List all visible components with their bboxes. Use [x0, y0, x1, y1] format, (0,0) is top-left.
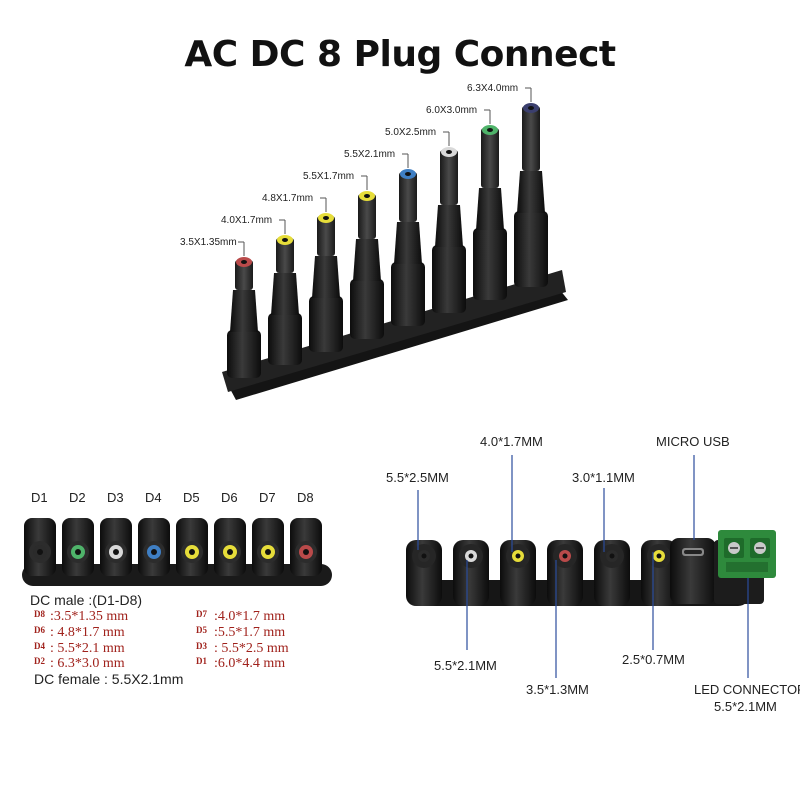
spec-male-heading: DC male :(D1-D8): [30, 592, 142, 608]
top-plug: [268, 235, 302, 365]
top-plug: [473, 125, 507, 300]
top-plug: [227, 257, 261, 378]
top-plug: [514, 103, 548, 287]
spec-code: D4: [34, 641, 45, 651]
spec-value: : 6.3*3.0 mm: [50, 656, 125, 671]
right-plug: [547, 540, 583, 606]
callout-3.5x1.3: 3.5*1.3MM: [526, 682, 589, 697]
left-plug-label: D7: [259, 490, 276, 505]
spec-value: :3.5*1.35 mm: [50, 609, 128, 624]
top-plug: [391, 169, 425, 326]
top-plug-label: 5.5X2.1mm: [344, 149, 395, 160]
callout-micro-usb: MICRO USB: [656, 434, 730, 449]
callout-5.5x2.1: 5.5*2.1MM: [434, 658, 497, 673]
spec-value: : 4.8*1.7 mm: [50, 625, 125, 640]
spec-value: :4.0*1.7 mm: [214, 609, 285, 624]
left-plug: [100, 518, 132, 576]
spec-code: D1: [196, 656, 207, 666]
top-plug-label: 6.0X3.0mm: [426, 105, 477, 116]
left-plug-label: D4: [145, 490, 162, 505]
spec-table: DC male :(D1-D8) D8 :3.5*1.35 mm D6 : 4.…: [30, 592, 289, 687]
top-plug-label: 3.5X1.35mm: [180, 237, 237, 248]
top-tray: [228, 290, 568, 400]
left-plug-label: D5: [183, 490, 200, 505]
left-plug-label: D1: [31, 490, 48, 505]
top-plug-label: 4.0X1.7mm: [221, 215, 272, 226]
spec-code: D3: [196, 641, 207, 651]
left-plug-label: D8: [297, 490, 314, 505]
spec-value: :5.5*1.7 mm: [214, 625, 285, 640]
left-plug: [214, 518, 246, 576]
left-plug: [176, 518, 208, 576]
top-plug-label: 5.5X1.7mm: [303, 171, 354, 182]
left-plug-label: D2: [69, 490, 86, 505]
right-plug: [500, 540, 536, 606]
right-plug: [453, 540, 489, 606]
top-plug-set: 3.5X1.35mm 4.0X1.7mm 4.8X1.7mm 5.5X1.7mm 5.5…: [180, 83, 568, 400]
left-plug: [252, 518, 284, 576]
spec-value: : 5.5*2.1 mm: [50, 641, 125, 656]
left-plug: [62, 518, 94, 576]
top-plug: [350, 191, 384, 339]
top-tray-edge: [222, 270, 566, 392]
callout-2.5x0.7: 2.5*0.7MM: [622, 652, 685, 667]
spec-female: DC female : 5.5X2.1mm: [34, 671, 183, 687]
left-plug-label: D6: [221, 490, 238, 505]
callout-5.5x2.5: 5.5*2.5MM: [386, 470, 449, 485]
page-title: AC DC 8 Plug Connect: [184, 34, 616, 75]
micro-usb-adapter: [670, 538, 716, 604]
spec-value: : 5.5*2.5 mm: [214, 641, 289, 656]
top-plug-label: 4.8X1.7mm: [262, 193, 313, 204]
spec-code: D6: [34, 625, 45, 635]
spec-value: :6.0*4.4 mm: [214, 656, 285, 671]
callout-lines: [417, 455, 749, 678]
spec-code: D7: [196, 609, 207, 619]
callout-4.0x1.7: 4.0*1.7MM: [480, 434, 543, 449]
left-plug-set: D1 D2 D3 D4 D5 D6 D7 D8: [22, 490, 332, 586]
left-plug: [138, 518, 170, 576]
top-plug: [309, 213, 343, 352]
led-terminal-connector: [714, 530, 776, 604]
callout-3.0x1.1: 3.0*1.1MM: [572, 470, 635, 485]
spec-code: D2: [34, 656, 45, 666]
top-plug-label: 6.3X4.0mm: [467, 83, 518, 94]
top-plug: [432, 147, 466, 313]
right-plug: [406, 540, 442, 606]
left-plug: [290, 518, 322, 576]
right-plug: [594, 540, 630, 606]
callout-led-size: 5.5*2.1MM: [714, 699, 777, 714]
left-plug: [24, 518, 56, 576]
spec-code: D8: [34, 609, 45, 619]
spec-code: D5: [196, 625, 207, 635]
callout-led-connector: LED CONNECTOR: [694, 682, 800, 697]
right-plug-set: 5.5*2.5MM 4.0*1.7MM 3.0*1.1MM MICRO USB …: [386, 434, 800, 714]
left-plug-label: D3: [107, 490, 124, 505]
top-plug-label: 5.0X2.5mm: [385, 127, 436, 138]
